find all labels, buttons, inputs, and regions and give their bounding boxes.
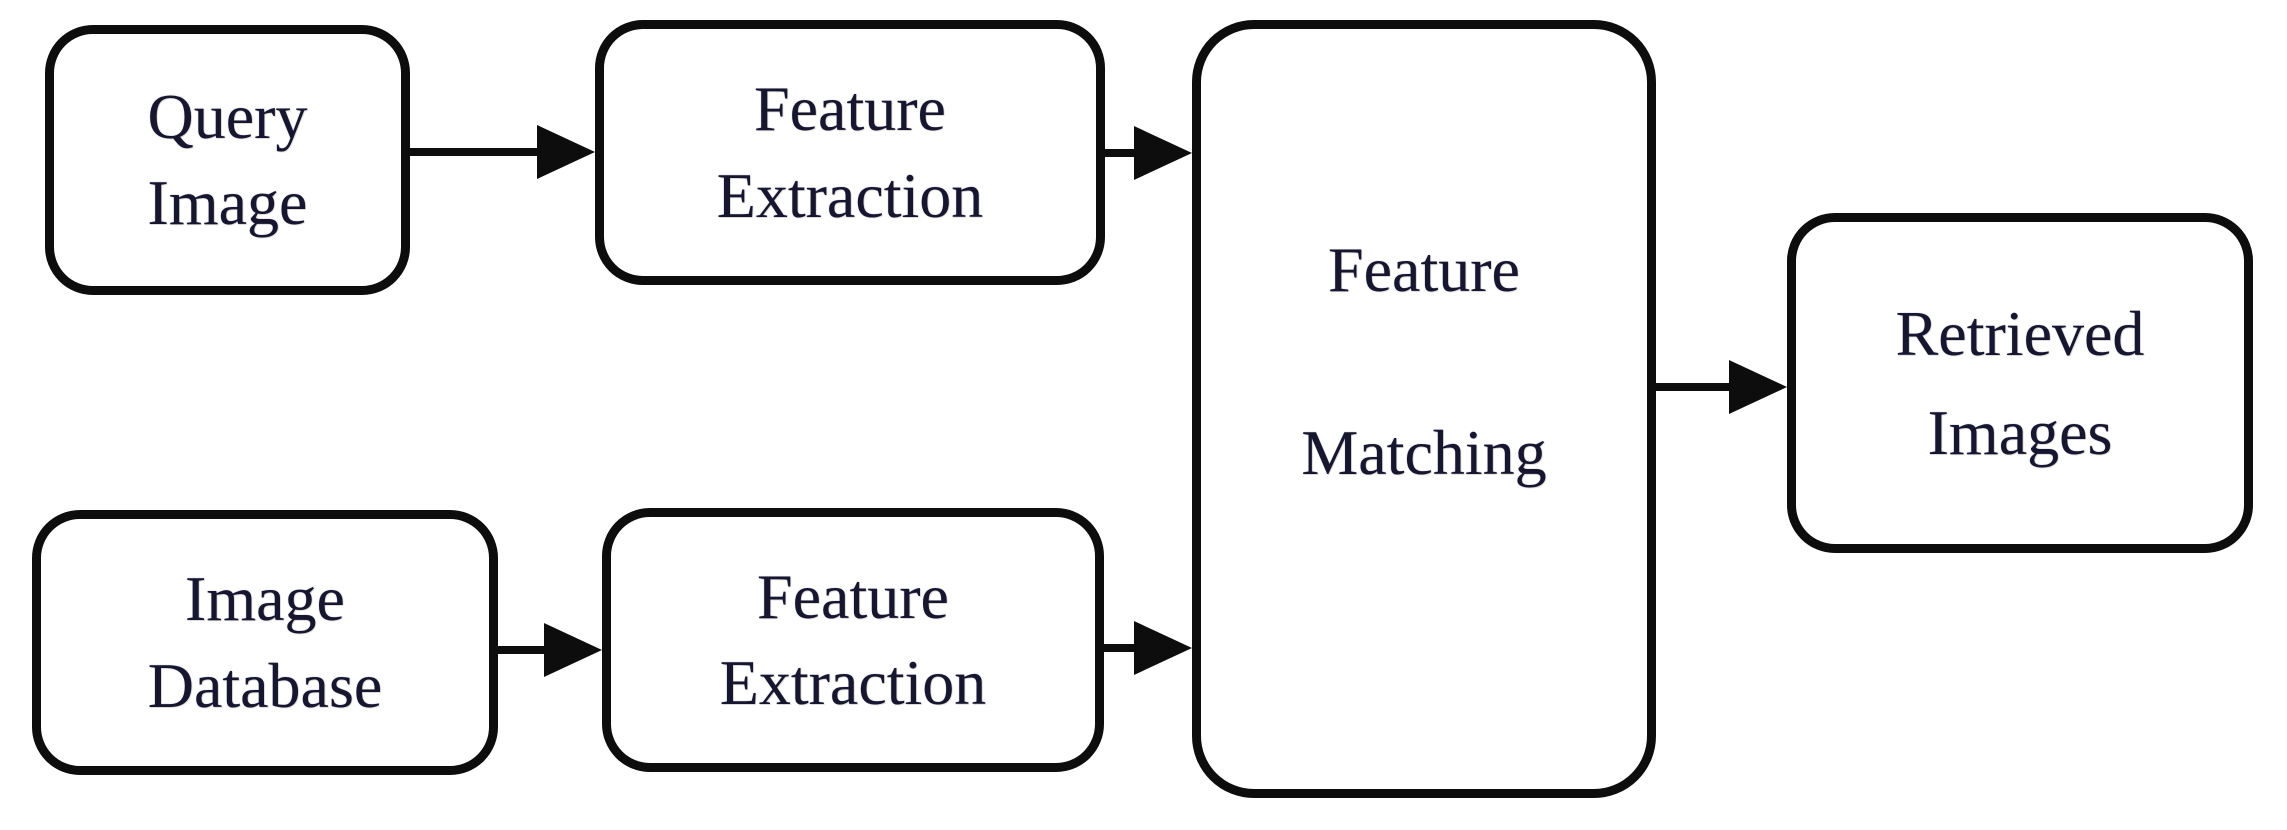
node-feature-extraction-bottom: Feature Extraction (602, 508, 1104, 772)
node-query-image-label-line1: Query (147, 80, 308, 152)
node-query-image-label-line2: Image (147, 167, 308, 238)
node-feature-extraction-top-label-line1: Feature (754, 73, 946, 145)
arrow-line (1650, 383, 1732, 391)
arrowhead-icon (1134, 126, 1192, 180)
node-feature-extraction-top: Feature Extraction (595, 20, 1105, 285)
arrowhead-icon (1729, 360, 1787, 414)
arrow-line (410, 148, 542, 156)
arrowhead-icon (1134, 621, 1192, 675)
arrowhead-icon (544, 623, 602, 677)
arrow-line (1105, 149, 1139, 157)
node-feature-matching: Feature Matching (1192, 20, 1656, 798)
arrow-line (498, 646, 548, 654)
arrow-line (1104, 644, 1138, 652)
node-image-database: Image Database (32, 510, 498, 775)
node-feature-matching-label: Feature Matching (1301, 227, 1546, 496)
node-retrieved-images: Retrieved Images (1787, 213, 2253, 553)
node-query-image: Query Image (45, 25, 410, 295)
node-feature-extraction-top-label-line2: Extraction (716, 159, 984, 231)
node-feature-matching-label-line1: Feature (1328, 233, 1520, 305)
node-image-database-label-line1: Image (185, 563, 345, 635)
node-retrieved-images-label-line2: Images (1927, 397, 2113, 468)
node-feature-extraction-bottom-label-line1: Feature (757, 560, 949, 632)
node-image-database-label-line2: Database (147, 649, 383, 721)
arrowhead-icon (537, 125, 595, 179)
node-feature-extraction-bottom-label-line2: Extraction (719, 647, 987, 718)
node-retrieved-images-label-line1: Retrieved (1895, 297, 2145, 369)
node-feature-matching-label-line2: Matching (1301, 416, 1547, 488)
